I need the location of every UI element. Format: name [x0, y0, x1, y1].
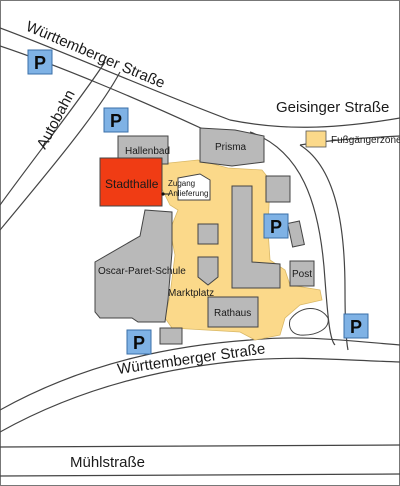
zugang-arrow-head [161, 192, 165, 196]
svg-text:P: P [350, 317, 362, 337]
parking-sign-5: P [343, 313, 369, 339]
svg-text:P: P [133, 333, 145, 353]
road-autobahn-edge-a [0, 61, 106, 206]
parking-sign-3: P [263, 213, 289, 239]
svg-text:P: P [34, 53, 46, 73]
label-prisma: Prisma [215, 142, 247, 153]
buildings [94, 127, 315, 345]
road-wuerttemberger-top-edge-a [0, 27, 400, 128]
parking-sign-2: P [103, 107, 129, 133]
building-stadthalle [99, 157, 163, 207]
road-muehl-edge-b [0, 473, 400, 477]
road-right-edge-a [249, 131, 336, 346]
building-rathaus [207, 296, 259, 328]
label-rathaus: Rathaus [214, 308, 251, 319]
building-right-slim [287, 220, 305, 248]
road-muehl-edge-a [0, 444, 400, 448]
road-wuerttemberger-top-edge-b [0, 45, 206, 131]
building-oscar-paret-schule [94, 209, 173, 323]
building-top-right [265, 175, 291, 203]
road-wuerttemberger-bottom-edge-a [0, 337, 400, 411]
road-wuerttemberger-bottom-edge-b [0, 357, 400, 433]
label-zugang: Zugang [168, 179, 195, 188]
building-post [289, 260, 315, 287]
svg-text:P: P [110, 111, 122, 131]
building-prisma [199, 127, 265, 167]
svg-text:P: P [270, 217, 282, 237]
label-stadthalle: Stadthalle [105, 177, 159, 191]
label-post: Post [292, 269, 312, 280]
building-small-a [197, 223, 219, 245]
roundabout-inner [289, 308, 329, 336]
label-hallenbad: Hallenbad [125, 146, 170, 157]
parking-sign-4: P [126, 329, 152, 355]
building-small-b [197, 256, 219, 286]
parking-sign-1: P [27, 49, 53, 75]
label-anlieferung: Anlieferung [168, 189, 208, 198]
building-long [231, 185, 281, 289]
road-label-muehl: Mühlstraße [70, 454, 145, 471]
label-marktplatz: Marktplatz [168, 288, 214, 299]
legend-swatch [305, 130, 327, 148]
legend-label: Fußgängerzone [331, 135, 400, 146]
zugang-box [177, 173, 211, 201]
building-bottom-small [159, 327, 183, 345]
label-oscar-paret-schule: Oscar-Paret-Schule [98, 266, 186, 277]
road-label-geisinger: Geisinger Straße [276, 99, 389, 116]
road-autobahn-edge-b [0, 71, 121, 231]
